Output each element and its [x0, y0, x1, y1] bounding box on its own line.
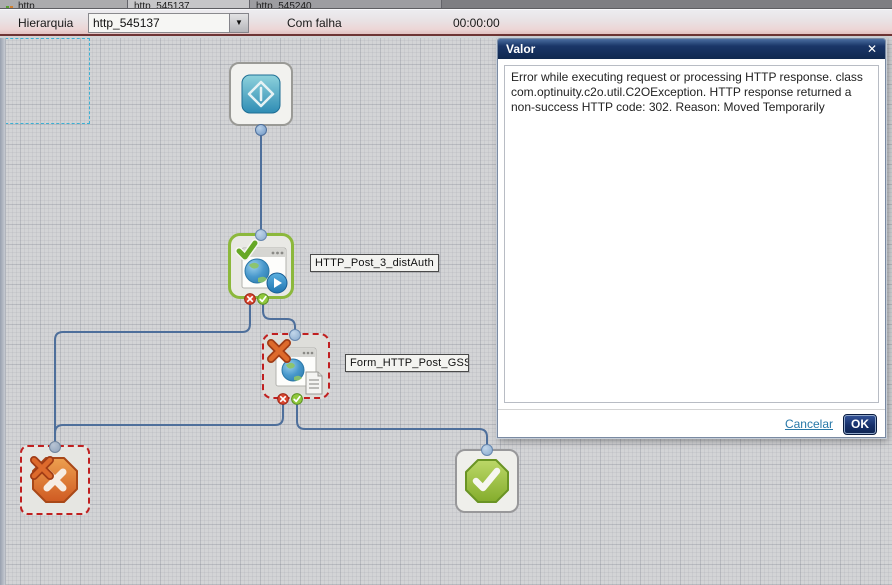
browser-run-icon	[241, 247, 288, 294]
form-http-post-node[interactable]	[262, 333, 330, 399]
document-icon	[305, 371, 323, 395]
dialog-body: Error while executing request or process…	[498, 59, 885, 409]
failure-x-icon	[30, 456, 54, 480]
tab-strip: http http_545137 http_545240	[0, 0, 892, 9]
hierarchy-label: Hierarquia	[18, 16, 74, 30]
wire-http-fail-to-abort	[54, 298, 251, 448]
close-icon[interactable]: ✕	[866, 42, 877, 56]
success-in-port	[481, 444, 493, 456]
valor-dialog: Valor ✕ Error while executing request or…	[496, 37, 887, 439]
tab-label: http	[18, 1, 35, 9]
form-fail-port	[277, 393, 289, 405]
process-toolbar: Hierarquia http_545137 ▼ Com falha 00:00…	[0, 9, 892, 36]
connector-lines	[54, 129, 488, 451]
ok-button[interactable]: OK	[843, 413, 877, 435]
abort-in-port	[49, 441, 61, 453]
failure-x-icon	[267, 339, 291, 363]
browser-form-icon	[275, 347, 323, 395]
value-textarea[interactable]: Error while executing request or process…	[504, 65, 879, 403]
form-ok-port	[291, 393, 303, 405]
dialog-footer: Cancelar OK	[498, 409, 885, 438]
http-fail-port	[244, 293, 256, 305]
http-post-node[interactable]	[228, 233, 294, 299]
success-check-icon	[235, 239, 259, 261]
wire-http-ok-to-form	[262, 298, 296, 335]
http-ok-port	[257, 293, 269, 305]
tab-http-545137[interactable]: http_545137	[128, 0, 250, 9]
tab-label: http_545137	[134, 1, 190, 9]
form-in-port	[289, 329, 301, 341]
start-node[interactable]	[229, 62, 293, 126]
tab-http[interactable]: http	[0, 0, 128, 9]
canvas-left-edge	[0, 38, 6, 585]
node-label-form: Form_HTTP_Post_GSS_	[345, 354, 469, 372]
abort-node[interactable]	[20, 445, 90, 515]
process-dropdown[interactable]: http_545137	[88, 13, 230, 33]
start-out-port	[255, 124, 267, 136]
dialog-title: Valor	[506, 42, 536, 56]
dialog-titlebar[interactable]: Valor ✕	[498, 39, 885, 59]
dropdown-arrow-button[interactable]: ▼	[229, 13, 249, 33]
wire-form-ok-to-success	[296, 398, 488, 451]
process-icon	[6, 4, 14, 8]
wire-form-fail-to-abort	[54, 398, 284, 434]
start-diamond-icon	[241, 74, 281, 114]
success-node[interactable]	[455, 449, 519, 513]
tab-label: http_545240	[256, 1, 312, 9]
http-in-port	[255, 229, 267, 241]
tab-http-545240[interactable]: http_545240	[250, 0, 442, 9]
node-label-http-post: HTTP_Post_3_distAuth	[310, 254, 439, 272]
cancel-link[interactable]: Cancelar	[784, 417, 833, 431]
status-text: Com falha	[287, 16, 342, 30]
success-octagon-icon	[465, 459, 509, 503]
elapsed-timer: 00:00:00	[453, 16, 500, 30]
